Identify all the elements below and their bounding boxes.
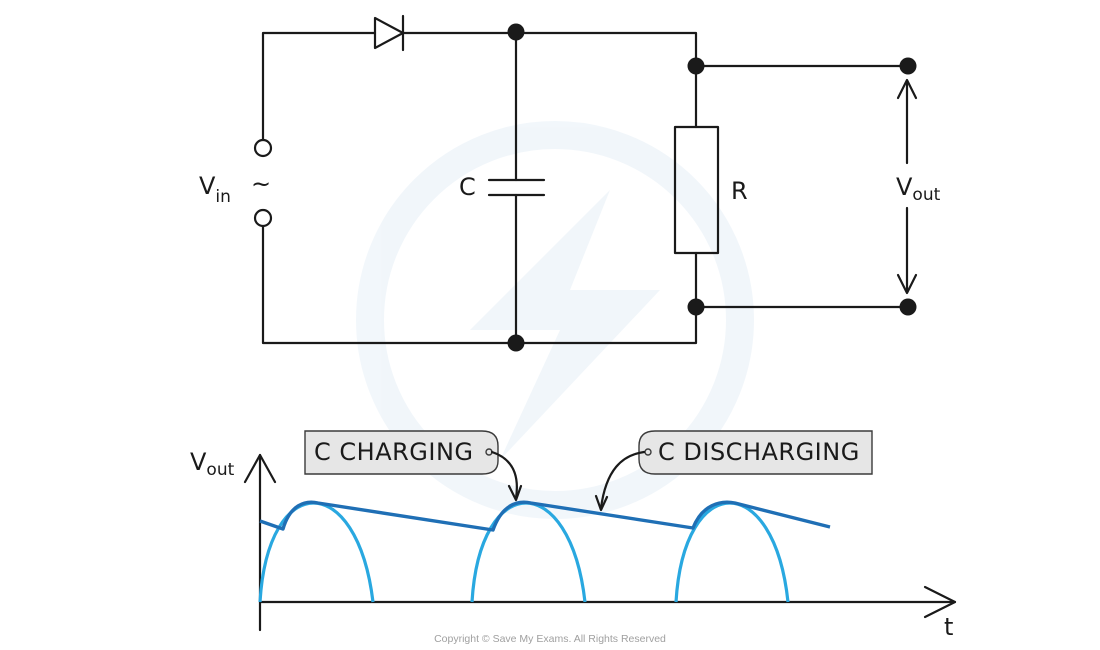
wire-left-top: [261, 31, 377, 141]
input-terminal: [253, 208, 273, 228]
wire-left-bottom: [261, 225, 698, 345]
input-voltage-label: Vin: [199, 172, 231, 207]
circuit: Vin ~ C R Vout: [199, 14, 941, 352]
resistor-label: R: [731, 177, 748, 205]
x-axis-label: t: [944, 613, 953, 641]
tag-discharging: C DISCHARGING: [638, 430, 873, 475]
output-voltage-label: Vout: [896, 173, 941, 205]
wire-top: [401, 31, 698, 129]
junction-dot: [687, 57, 705, 75]
svg-text:C DISCHARGING: C DISCHARGING: [658, 438, 860, 466]
junction-dot: [507, 23, 525, 41]
copyright-notice: Copyright © Save My Exams. All Rights Re…: [434, 633, 666, 645]
diode-symbol: [373, 14, 405, 52]
capacitor-symbol: [487, 178, 546, 197]
arrow-discharging-head: [594, 494, 609, 512]
x-axis-arrowhead: [923, 585, 957, 619]
capacitor-label: C: [459, 173, 476, 201]
y-axis-arrowhead: [243, 453, 277, 484]
junction-dot: [687, 298, 705, 316]
rectified-pulse-1: [258, 501, 375, 603]
input-terminal: [253, 138, 273, 158]
smoothed-output-curve: [259, 500, 831, 532]
vout-arrow-down: [896, 206, 918, 295]
output-terminal-dot: [899, 298, 917, 316]
arrow-charging-head: [507, 484, 523, 502]
ac-source-symbol: ~: [251, 170, 271, 198]
svg-text:C CHARGING: C CHARGING: [314, 438, 474, 466]
arrow-charging: [490, 450, 518, 500]
voltage-time-graph: Vout t C CHARGING C DISCHARGING: [190, 430, 957, 641]
junction-dot: [507, 334, 525, 352]
rectified-pulse-3: [674, 501, 790, 603]
tag-charging: C CHARGING: [304, 430, 499, 475]
arrow-discharging: [599, 450, 646, 510]
vout-arrow-up: [896, 78, 918, 165]
y-axis-label: Vout: [190, 448, 235, 480]
output-terminal-dot: [899, 57, 917, 75]
